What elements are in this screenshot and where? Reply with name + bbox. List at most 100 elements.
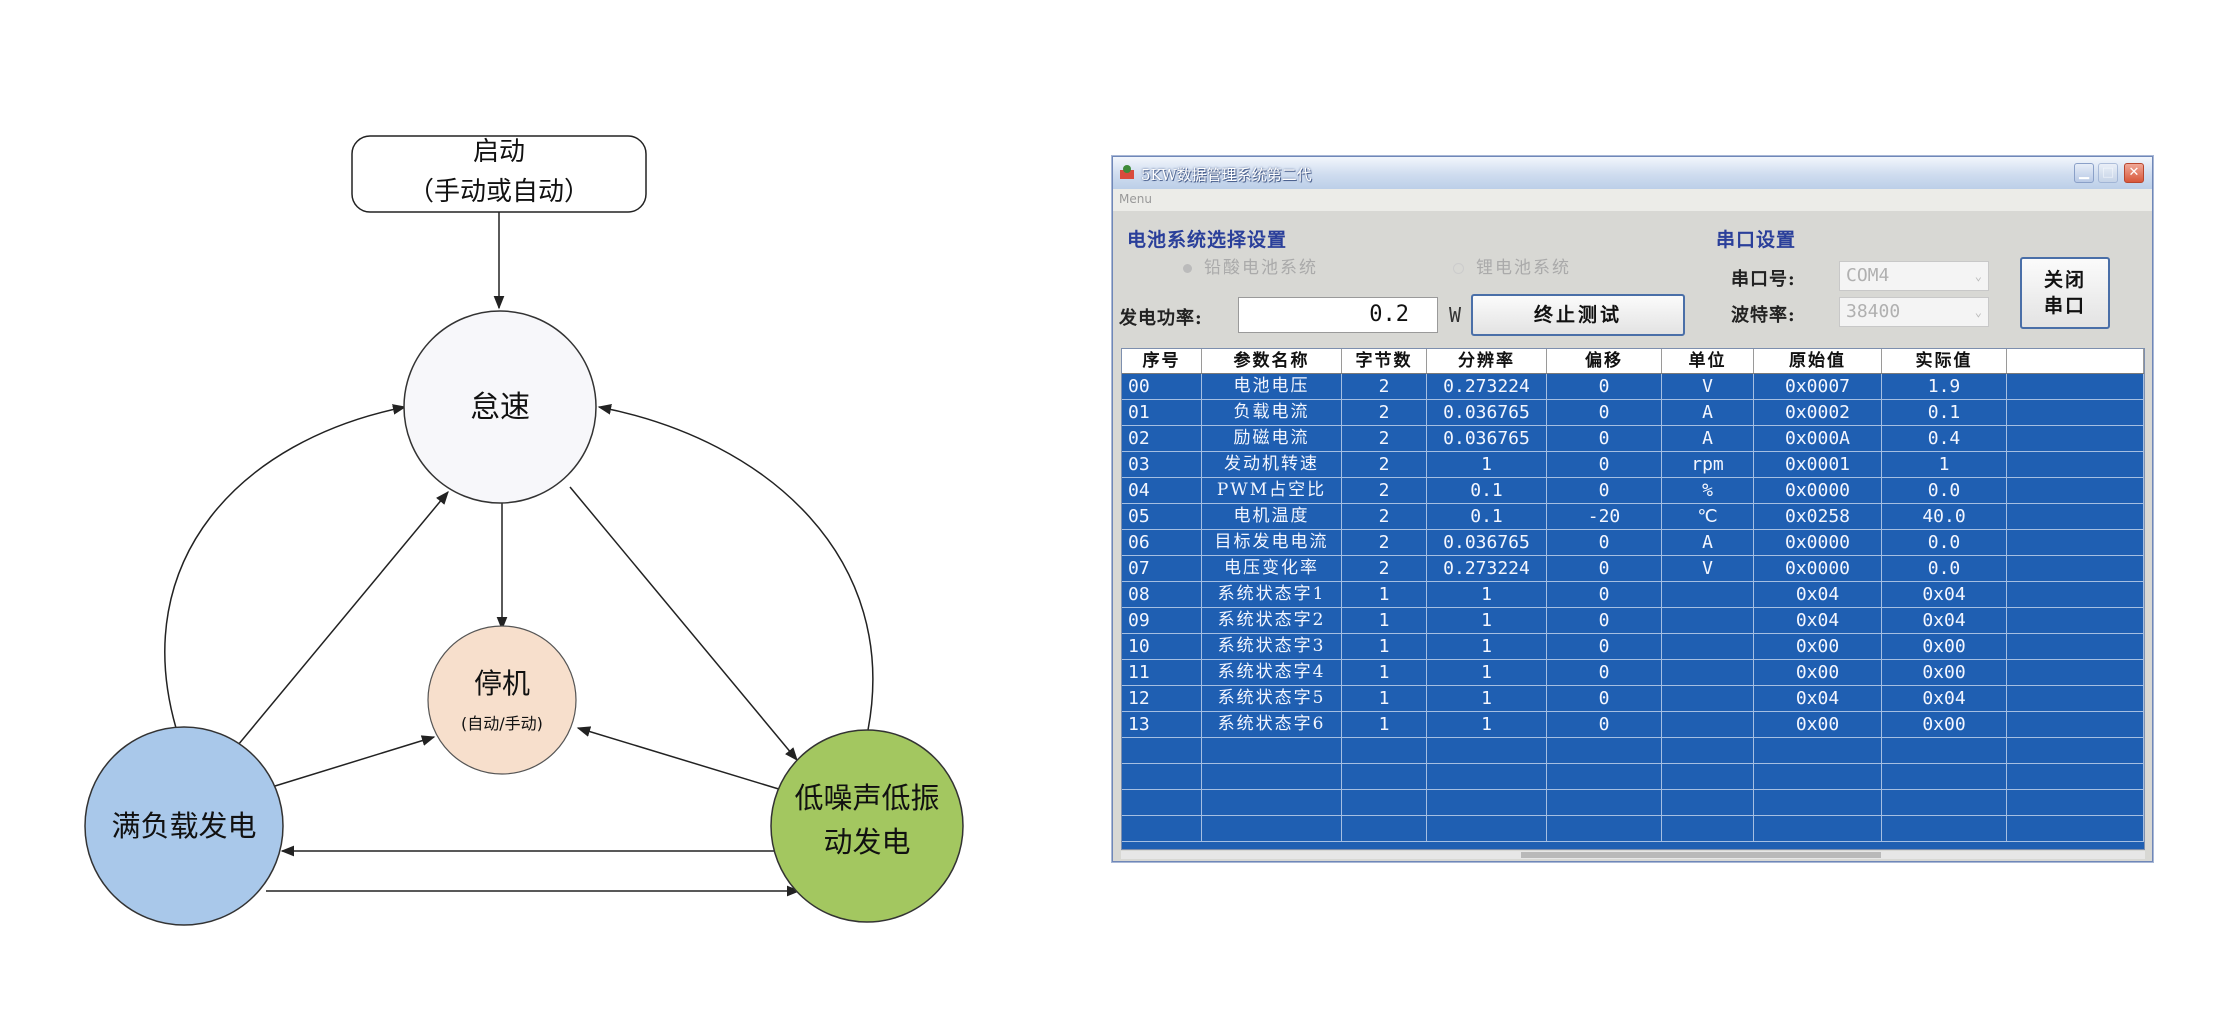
full-load-node: 满负载发电 [84,726,284,926]
column-header[interactable]: 分辨率 [1427,349,1547,373]
baud-select[interactable]: 38400⌄ [1839,297,1989,327]
table-cell: 1 [1882,452,2007,478]
table-cell [1122,738,1202,764]
table-cell [1427,790,1547,816]
table-cell: 系统状态字2 [1202,608,1342,634]
table-cell [1662,764,1754,790]
table-cell: 0 [1547,686,1662,712]
power-label: 发电功率: [1119,308,1203,329]
table-cell: 电机温度 [1202,504,1342,530]
menu-bar: Menu [1113,189,2152,211]
table-cell: 06 [1122,530,1202,556]
table-cell: 0.0 [1882,530,2007,556]
table-cell [2007,738,2144,764]
table-cell [1754,816,1882,842]
table-cell [1547,790,1662,816]
port-select[interactable]: COM4⌄ [1839,261,1989,291]
table-cell: 1 [1427,686,1547,712]
table-row-empty[interactable] [1122,790,2144,816]
table-cell [1202,816,1342,842]
table-cell [1882,738,2007,764]
table-cell: 1 [1427,660,1547,686]
table-cell [2007,790,2144,816]
column-header[interactable]: 偏移 [1547,349,1662,373]
scrollbar-thumb[interactable] [1521,852,1881,858]
column-header[interactable]: 单位 [1662,349,1754,373]
table-cell [1547,764,1662,790]
table-cell: 13 [1122,712,1202,738]
minimize-button[interactable]: ▁ [2074,163,2094,183]
table-cell: ℃ [1662,504,1754,530]
table-cell [1662,790,1754,816]
power-input[interactable]: 0.2 [1238,297,1438,333]
table-cell: 0 [1547,374,1662,400]
table-cell: 0.036765 [1427,426,1547,452]
table-cell: A [1662,530,1754,556]
table-cell [1882,816,2007,842]
table-cell: 0 [1547,556,1662,582]
radio-lithium[interactable]: 锂电池系统 [1453,253,1571,278]
table-cell [1882,790,2007,816]
edge-full-to-idle-arc [164,404,407,729]
chevron-down-icon: ⌄ [1974,305,1982,319]
table-cell [1122,816,1202,842]
radio-dot-icon [1183,264,1192,273]
column-header[interactable]: 字节数 [1342,349,1427,373]
grid-header: 序号参数名称字节数分辨率偏移单位原始值实际值 [1122,349,2144,374]
title-bar[interactable]: 5KW数据管理系统第二代 ▁ □ ✕ [1113,157,2152,190]
table-cell [2007,478,2144,504]
table-cell: 0.1 [1427,504,1547,530]
app-window: 5KW数据管理系统第二代 ▁ □ ✕ Menu 电池系统选择设置 铅酸电池系统 … [1112,156,2153,862]
table-cell: 0 [1547,712,1662,738]
table-cell: 10 [1122,634,1202,660]
low-noise-node-sublabel: 动发电 [823,825,910,859]
table-cell [1202,790,1342,816]
table-cell: 08 [1122,582,1202,608]
table-cell [1202,738,1342,764]
table-cell [1547,738,1662,764]
stop-node-label: 停机 [474,667,530,700]
start-node: 启动 （手动或自动） [351,135,647,213]
table-cell [1342,764,1427,790]
close-port-button[interactable]: 关闭 串口 [2020,257,2110,329]
close-button[interactable]: ✕ [2124,163,2144,183]
table-cell: 0x04 [1754,582,1882,608]
column-header[interactable]: 序号 [1122,349,1202,373]
stop-test-button[interactable]: 终止测试 [1471,294,1685,336]
table-row-empty[interactable] [1122,764,2144,790]
table-cell: 0x0000 [1754,478,1882,504]
table-row-empty[interactable] [1122,738,2144,764]
maximize-button[interactable]: □ [2098,163,2118,183]
table-cell: 1 [1342,660,1427,686]
horizontal-scrollbar[interactable] [1121,851,2145,859]
column-header[interactable]: 原始值 [1754,349,1882,373]
table-cell [1662,634,1754,660]
table-row-empty[interactable] [1122,816,2144,842]
table-cell: 0x00 [1882,712,2007,738]
menu-item[interactable]: Menu [1119,192,1152,206]
column-header[interactable]: 参数名称 [1202,349,1342,373]
idle-node-label: 怠速 [470,390,530,425]
table-cell: 2 [1342,530,1427,556]
radio-lead-acid[interactable]: 铅酸电池系统 [1183,253,1318,278]
table-cell [1662,712,1754,738]
table-cell: 系统状态字1 [1202,582,1342,608]
column-header[interactable]: 实际值 [1882,349,2007,373]
edge-idle-to-lownoise [569,486,798,762]
table-cell: 2 [1342,452,1427,478]
